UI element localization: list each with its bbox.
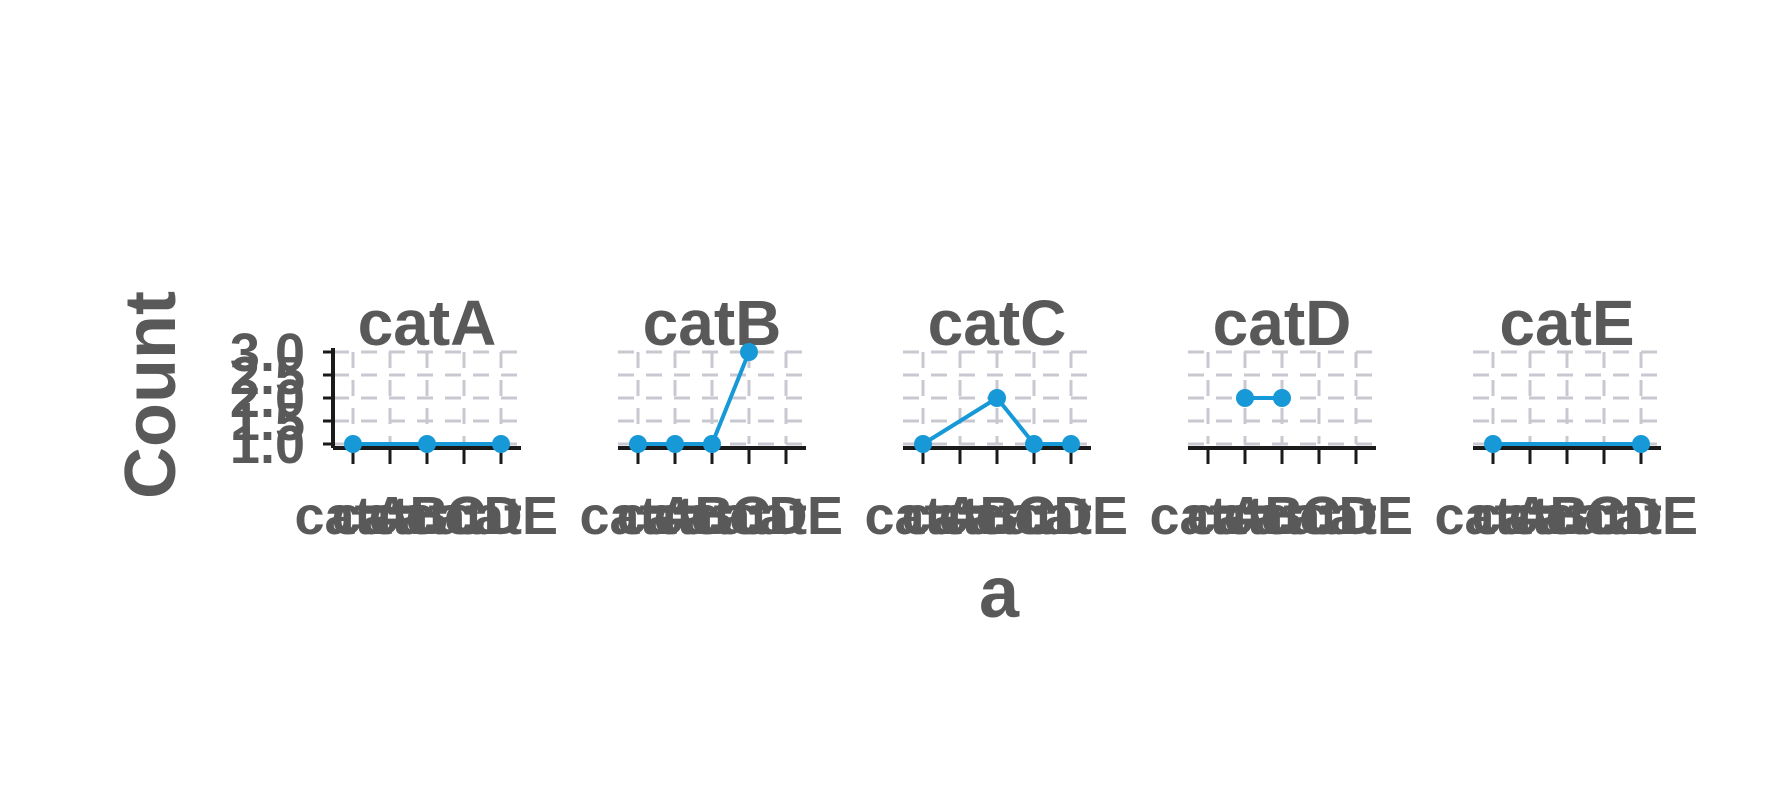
x-tick-label: catA [294,486,411,546]
x-tick-label: catE [1584,486,1698,546]
x-tick-label: catA [579,486,696,546]
series-line [638,351,751,446]
facet-title: catB [643,287,782,359]
x-tick-label: catD [1545,486,1662,546]
x-tick-label: catD [405,486,522,546]
data-point [1273,389,1291,407]
x-tick-label: catB [616,486,733,546]
data-point [914,435,932,453]
data-point [988,389,1006,407]
x-tick-label: catE [729,486,843,546]
x-tick-label: catC [368,486,485,546]
x-tick-label: catE [444,486,558,546]
x-tick-label: catD [690,486,807,546]
data-point [492,435,510,453]
data-point [418,435,436,453]
x-tick-label: catC [1223,486,1340,546]
facet-title: catE [1499,287,1634,359]
y-tick-label: 1.5 [230,392,305,452]
data-point [666,435,684,453]
data-point [1632,435,1650,453]
x-tick-label: catA [1149,486,1266,546]
facet-title: catA [358,287,497,359]
data-point [740,343,758,361]
y-tick-label: 2.0 [230,369,305,429]
series-line [921,395,1071,446]
facet-title: catD [1213,287,1352,359]
data-point [703,435,721,453]
y-tick-label: 2.5 [230,346,305,406]
x-tick-label: catB [901,486,1018,546]
x-tick-label: catB [1186,486,1303,546]
x-axis-title: a [979,553,1020,633]
y-tick-label: 1.0 [230,415,305,475]
data-point [1236,389,1254,407]
data-point [629,435,647,453]
data-point [344,435,362,453]
x-tick-label: catE [1299,486,1413,546]
x-tick-label: catE [1014,486,1128,546]
data-point [1062,435,1080,453]
data-point [1484,435,1502,453]
data-point [1025,435,1043,453]
x-tick-label: catB [1471,486,1588,546]
facet-title: catC [928,287,1067,359]
y-tick-label: 3.0 [230,323,305,383]
x-tick-label: catD [975,486,1092,546]
x-tick-label: catC [653,486,770,546]
y-axis-title: Count [111,291,191,499]
x-tick-label: catD [1260,486,1377,546]
x-tick-label: catC [1508,486,1625,546]
x-tick-label: catA [1434,486,1551,546]
x-tick-label: catA [864,486,981,546]
x-tick-label: catC [938,486,1055,546]
x-tick-label: catB [331,486,448,546]
